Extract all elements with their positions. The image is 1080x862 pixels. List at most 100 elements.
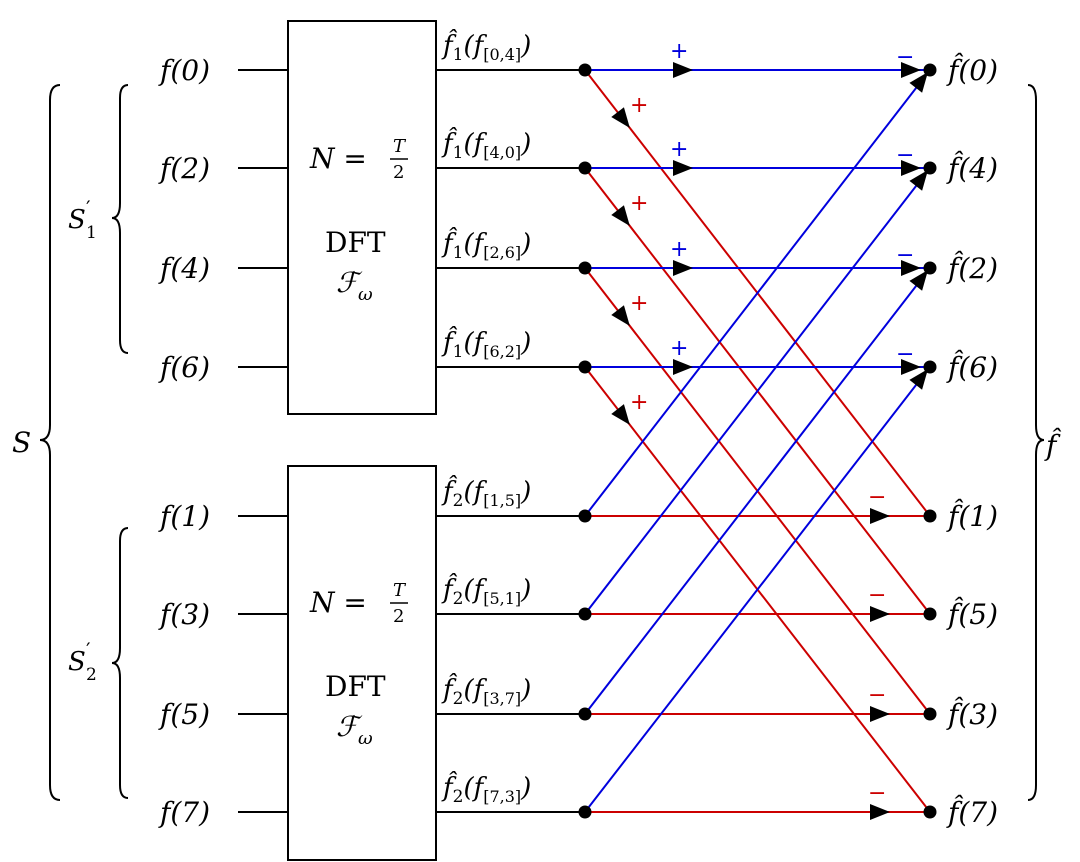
node-mid-3 xyxy=(578,360,592,374)
arrow-red-diag-3 xyxy=(611,404,630,425)
svg-text:f̂2(f[7,3]): f̂2(f[7,3]) xyxy=(441,771,531,807)
brace-fhat xyxy=(1027,84,1045,801)
svg-text:f̂1(f[6,2]): f̂1(f[6,2]) xyxy=(441,326,531,362)
sign-minus-red-7: − xyxy=(868,781,886,806)
arrow-blue-direct-0 xyxy=(673,62,693,78)
node-out-2 xyxy=(923,261,937,275)
brace-S1 xyxy=(111,84,129,354)
labels-layer: +−++−++−++−+−−−−f(0)f(2)f(4)f(6)f(1)f(3)… xyxy=(158,29,998,829)
input-label-1: f(2) xyxy=(158,152,210,185)
svg-text:f̂2(f[3,7]): f̂2(f[3,7]) xyxy=(441,673,531,709)
intermediate-label-5: f̂2(f[5,1]) xyxy=(441,573,531,609)
node-out-3 xyxy=(923,360,937,374)
sign-plus-blue-2: + xyxy=(670,237,688,262)
arrow-blue-direct-1 xyxy=(673,160,693,176)
input-label-6: f(5) xyxy=(158,698,210,731)
sign-minus-blue-0: − xyxy=(896,45,914,70)
svg-text:′: ′ xyxy=(86,638,91,662)
input-label-4: f(1) xyxy=(158,500,210,533)
dft-box-2 xyxy=(287,465,437,861)
arrow-red-direct-4 xyxy=(870,508,890,524)
svg-text:2: 2 xyxy=(393,606,404,627)
node-mid-6 xyxy=(578,707,592,721)
arrow-red-direct-6 xyxy=(870,706,890,722)
dft-box-1 xyxy=(287,20,437,415)
sign-minus-red-5: − xyxy=(868,583,886,608)
arrow-blue-end-0 xyxy=(901,62,921,78)
output-label-7: f̂(7) xyxy=(946,795,998,829)
svg-text:1: 1 xyxy=(86,223,97,243)
intermediate-label-7: f̂2(f[7,3]) xyxy=(441,771,531,807)
label-S1-prime: S ′ 1 xyxy=(68,196,97,243)
arrow-red-diag-2 xyxy=(611,305,630,326)
arrow-blue-direct-2 xyxy=(673,260,693,276)
blue-diagonal-7 xyxy=(584,366,931,813)
svg-text:f̂1(f[2,6]): f̂1(f[2,6]) xyxy=(441,227,531,263)
input-label-0: f(0) xyxy=(158,54,210,87)
node-mid-0 xyxy=(578,63,592,77)
node-out-5 xyxy=(923,607,937,621)
sign-minus-red-4: − xyxy=(868,485,886,510)
sign-plus-red-3: + xyxy=(630,390,648,415)
output-label-2: f̂(2) xyxy=(946,251,998,285)
svg-text:T: T xyxy=(393,580,407,601)
svg-text:N =: N = xyxy=(309,142,367,175)
arrow-red-diag-1 xyxy=(611,205,630,226)
output-label-4: f̂(1) xyxy=(946,499,998,533)
arrow-blue-diag-5 xyxy=(909,170,928,191)
sign-plus-blue-0: + xyxy=(670,39,688,64)
sign-plus-red-0: + xyxy=(630,93,648,118)
output-label-1: f̂(4) xyxy=(946,151,998,185)
label-fhat-total: f̂ xyxy=(1044,428,1062,462)
node-mid-2 xyxy=(578,261,592,275)
node-out-1 xyxy=(923,161,937,175)
sign-minus-blue-3: − xyxy=(896,342,914,367)
wires-layer xyxy=(238,69,585,813)
label-S2-prime: S ′ 2 xyxy=(68,638,97,685)
intermediate-label-1: f̂1(f[4,0]) xyxy=(441,127,531,163)
svg-text:′: ′ xyxy=(86,196,91,220)
output-label-5: f̂(5) xyxy=(946,597,998,631)
brace-S xyxy=(39,84,61,801)
intermediate-label-3: f̂1(f[6,2]) xyxy=(441,326,531,362)
svg-text:f̂1(f[4,0]): f̂1(f[4,0]) xyxy=(441,127,531,163)
arrow-blue-diag-6 xyxy=(909,270,928,291)
arrow-blue-end-2 xyxy=(901,260,921,276)
output-label-0: f̂(0) xyxy=(946,53,998,87)
node-out-4 xyxy=(923,509,937,523)
svg-text:S: S xyxy=(68,205,86,235)
svg-text:S: S xyxy=(68,647,86,677)
blue-diagonal-6 xyxy=(584,267,931,715)
arrow-blue-diag-7 xyxy=(909,369,928,390)
svg-text:N =: N = xyxy=(309,586,367,619)
arrow-red-direct-7 xyxy=(870,804,890,820)
svg-text:T: T xyxy=(393,136,407,157)
svg-text:DFT: DFT xyxy=(325,226,386,259)
output-label-6: f̂(3) xyxy=(946,697,998,731)
sign-minus-blue-1: − xyxy=(896,143,914,168)
dft-box-2-label: N = T 2 DFT ℱ ω xyxy=(309,580,408,749)
blue-diagonal-5 xyxy=(584,167,931,615)
node-out-0 xyxy=(923,63,937,77)
blue-diagonal-4 xyxy=(584,69,931,517)
svg-text:DFT: DFT xyxy=(325,670,386,703)
label-S: S xyxy=(12,426,31,459)
butterfly-crossings xyxy=(584,62,931,820)
input-label-2: f(4) xyxy=(158,252,210,285)
sign-plus-blue-3: + xyxy=(670,336,688,361)
input-label-5: f(3) xyxy=(158,598,210,631)
node-out-6 xyxy=(923,707,937,721)
sign-plus-blue-1: + xyxy=(670,137,688,162)
node-mid-7 xyxy=(578,805,592,819)
arrow-blue-end-1 xyxy=(901,160,921,176)
nodes-layer xyxy=(578,63,937,819)
arrow-red-diag-0 xyxy=(611,107,630,128)
input-label-3: f(6) xyxy=(158,351,210,384)
svg-text:ω: ω xyxy=(358,728,373,749)
output-label-3: f̂(6) xyxy=(946,350,998,384)
brace-S2 xyxy=(111,527,129,799)
svg-text:2: 2 xyxy=(86,665,97,685)
intermediate-label-4: f̂2(f[1,5]) xyxy=(441,475,531,511)
arrow-blue-direct-3 xyxy=(673,359,693,375)
